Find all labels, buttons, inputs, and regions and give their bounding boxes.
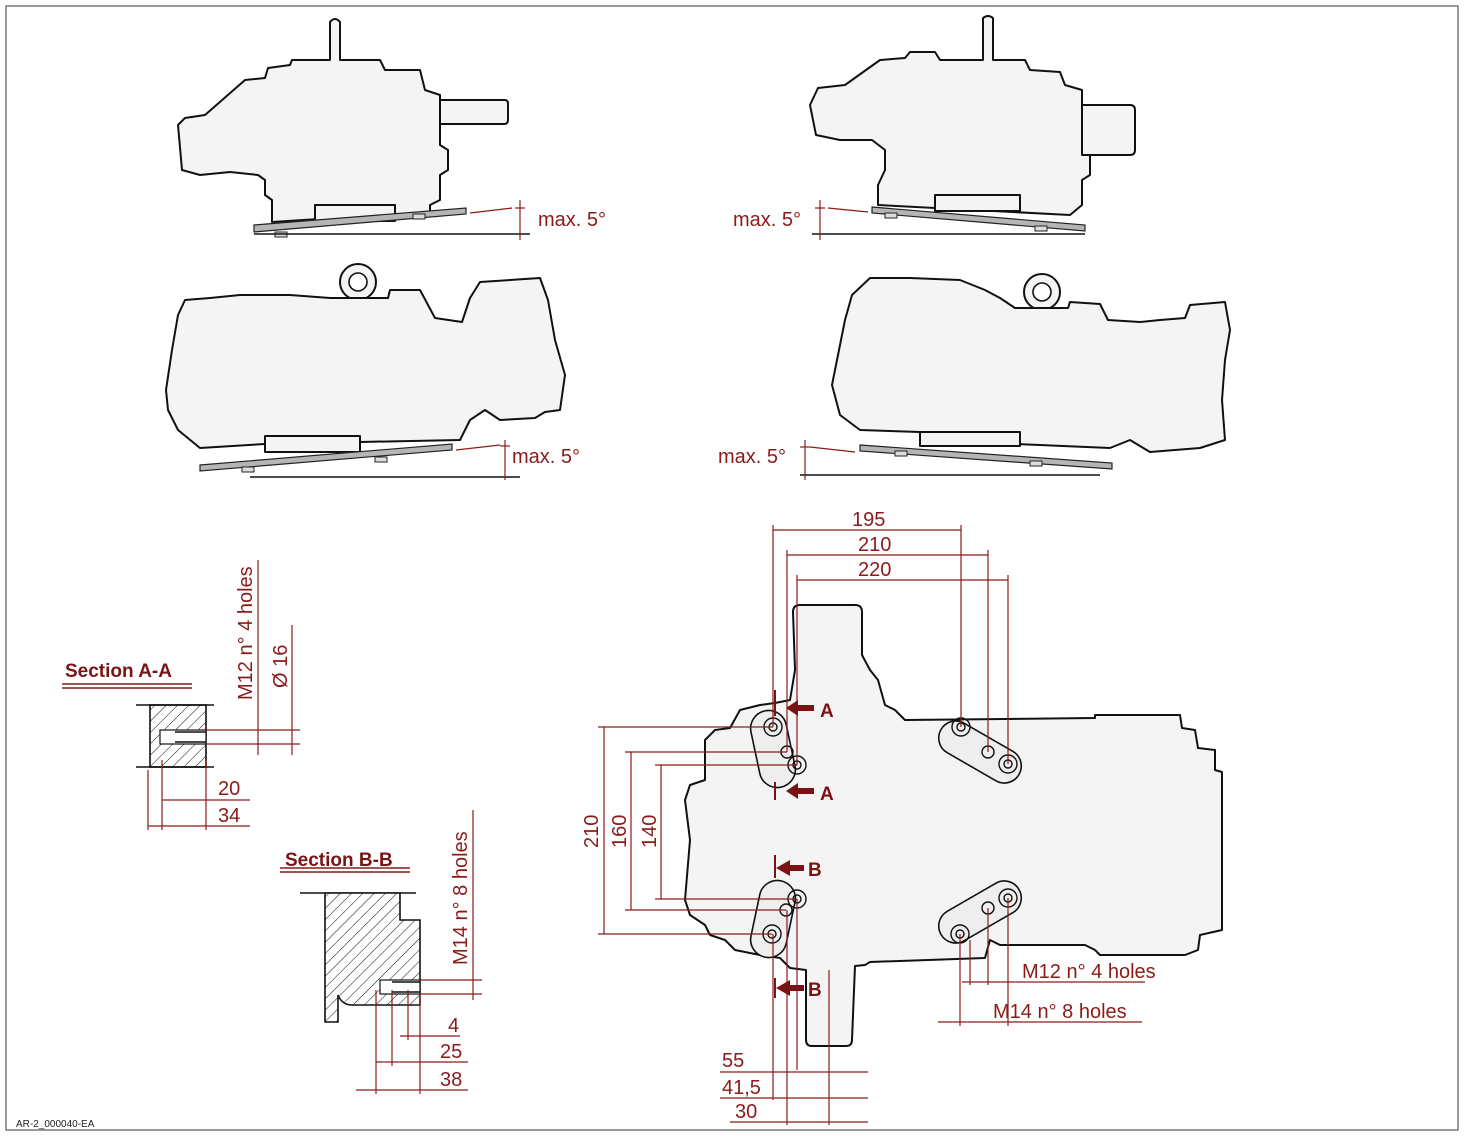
section-b-thread: M14 n° 8 holes (450, 831, 472, 965)
section-a-depth-inner: 20 (218, 778, 240, 800)
compressor-top-left (177, 18, 530, 240)
cut-label-b-bottom: B (808, 980, 822, 1001)
section-a-a (62, 560, 300, 830)
section-b-d2: 25 (440, 1041, 462, 1063)
tilt-label-top-right: max. 5° (733, 209, 801, 231)
section-b-d1: 4 (448, 1015, 459, 1037)
plan-dim-b2: 41,5 (722, 1077, 761, 1099)
drawing-id: AR-2_000040-EA (16, 1119, 95, 1130)
plan-dim-b3: 30 (735, 1101, 757, 1123)
cut-label-a-bottom: A (820, 784, 834, 805)
plan-dim-h1: 195 (852, 509, 885, 531)
base-plate (859, 444, 1113, 470)
plan-holes-m12: M12 n° 4 holes (1022, 961, 1156, 983)
plan-dim-v3: 140 (639, 815, 661, 848)
section-b-title: Section B-B (285, 850, 393, 871)
plan-holes-m14: M14 n° 8 holes (993, 1001, 1127, 1023)
section-a-bore: Ø 16 (270, 645, 292, 688)
plan-dim-h3: 220 (858, 559, 891, 581)
plan-dim-b1: 55 (722, 1050, 744, 1072)
section-a-depth-outer: 34 (218, 805, 240, 827)
base-plate (871, 206, 1086, 232)
mount-block (919, 431, 1021, 447)
plan-dim-h2: 210 (858, 534, 891, 556)
tilt-label-mid-left: max. 5° (512, 446, 580, 468)
compressor-mid-left (165, 263, 566, 480)
foot-plate (749, 879, 797, 959)
section-a-thread: M12 n° 4 holes (235, 566, 257, 700)
frame-border (5, 5, 1459, 1131)
cut-label-a-top: A (820, 701, 834, 722)
foot-plate (749, 709, 797, 789)
section-b-d3: 38 (440, 1069, 462, 1091)
plan-dim-v1: 210 (581, 815, 603, 848)
mount-block (264, 435, 361, 453)
tilt-label-mid-right: max. 5° (718, 446, 786, 468)
section-b-b (280, 810, 482, 1094)
compressor-mid-right (800, 273, 1231, 480)
cut-label-b-top: B (808, 860, 822, 881)
base-plate (199, 443, 453, 472)
section-a-title: Section A-A (65, 661, 172, 682)
mount-block (934, 194, 1021, 212)
plan-dim-v2: 160 (609, 815, 631, 848)
tilt-label-top-left: max. 5° (538, 209, 606, 231)
compressor-top-right (809, 15, 1136, 240)
plan-view (598, 525, 1223, 1125)
